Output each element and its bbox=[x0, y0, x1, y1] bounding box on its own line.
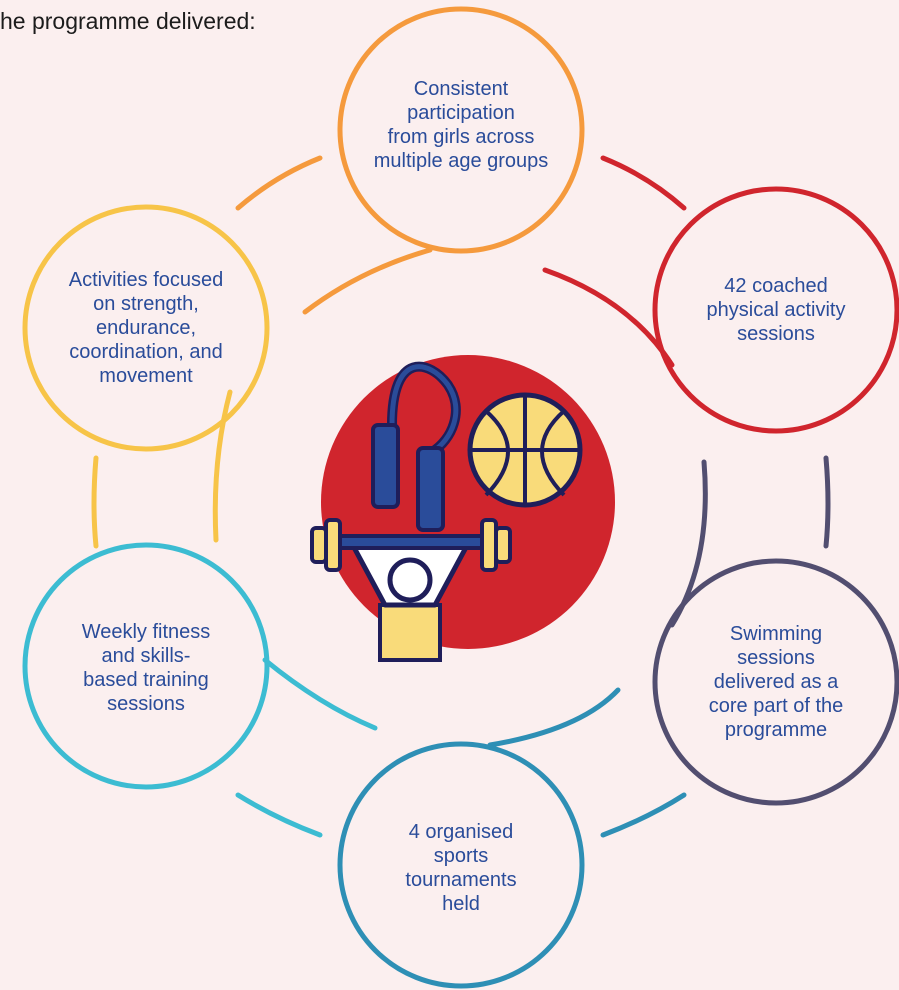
node-swimming-line: programme bbox=[724, 719, 828, 741]
node-participation-line: participation bbox=[407, 102, 515, 124]
node-tournaments-line: tournaments bbox=[405, 868, 517, 891]
node-circle-participation bbox=[337, 6, 585, 254]
node-training: Weekly fitness and skills- based trainin… bbox=[32, 610, 260, 725]
connector-bottom-left bbox=[235, 792, 323, 838]
node-tournaments-line: 4 organised bbox=[408, 820, 514, 843]
node-swimming-line: Swimming bbox=[729, 623, 823, 645]
node-coached-sessions: 42 coached physical activity sessions bbox=[662, 265, 890, 355]
node-swimming-line: core part of the bbox=[708, 695, 844, 717]
node-tournaments: 4 organised sports tournaments held bbox=[347, 810, 575, 925]
node-tournaments-line: held bbox=[442, 892, 480, 915]
node-coached-sessions-line: sessions bbox=[737, 323, 815, 345]
node-activities-line: endurance, bbox=[95, 317, 197, 339]
node-participation-line: from girls across bbox=[387, 126, 535, 148]
node-coached-sessions-line: physical activity bbox=[706, 299, 846, 321]
node-tournaments-line: sports bbox=[433, 844, 489, 867]
connector-right bbox=[823, 455, 831, 549]
connector-inner-left bbox=[212, 389, 233, 543]
node-activities: Activities focused on strength, enduranc… bbox=[32, 258, 260, 398]
node-participation-line: Consistent bbox=[413, 78, 509, 100]
connector-left bbox=[91, 455, 99, 549]
node-circle-coached-sessions bbox=[652, 186, 899, 434]
connector-inner-top bbox=[302, 247, 433, 315]
node-circle-tournaments bbox=[337, 741, 585, 989]
node-activities-line: movement bbox=[99, 365, 193, 387]
node-training-line: Weekly fitness bbox=[81, 620, 211, 643]
fitness-icon bbox=[310, 355, 615, 662]
node-training-line: sessions bbox=[107, 692, 185, 715]
node-training-line: based training bbox=[83, 668, 209, 691]
node-swimming-line: delivered as a bbox=[713, 671, 839, 693]
intro-text: he programme delivered: bbox=[0, 8, 256, 34]
node-swimming-line: sessions bbox=[737, 647, 815, 669]
connector-top-right bbox=[600, 155, 687, 211]
node-participation: Consistent participation from girls acro… bbox=[347, 60, 575, 190]
connector-bottom-right bbox=[600, 792, 687, 838]
node-activities-line: coordination, and bbox=[69, 341, 223, 363]
node-circle-training bbox=[22, 542, 270, 790]
node-coached-sessions-line: 42 coached bbox=[724, 275, 828, 297]
node-swimming: Swimming sessions delivered as a core pa… bbox=[662, 612, 890, 752]
connector-inner-bottomleft bbox=[262, 657, 378, 731]
node-participation-line: multiple age groups bbox=[373, 150, 549, 172]
node-training-line: and skills- bbox=[101, 644, 191, 667]
node-circle-activities bbox=[22, 204, 270, 452]
node-activities-line: on strength, bbox=[93, 293, 199, 315]
connector-top-left bbox=[235, 155, 323, 211]
node-circle-swimming bbox=[652, 558, 899, 806]
connector-inner-bottom bbox=[487, 687, 621, 748]
node-activities-line: Activities focused bbox=[68, 269, 224, 291]
